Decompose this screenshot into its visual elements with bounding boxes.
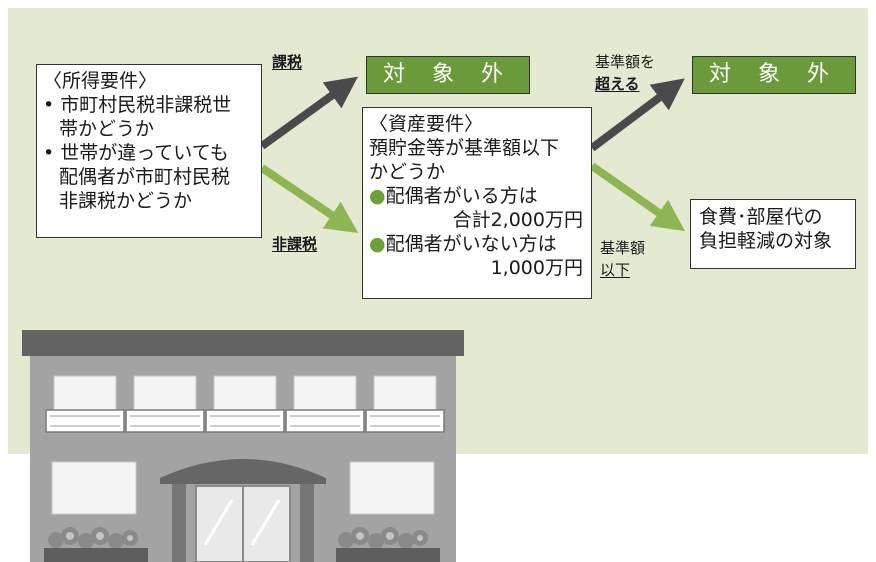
arrow-below: [589, 162, 686, 232]
asset-spouse-row: ●配偶者がいる方は: [369, 184, 585, 208]
outcome-excluded-1: 対 象 外: [366, 56, 530, 94]
outcome-excluded-2: 対 象 外: [692, 56, 856, 94]
relief-line-1: 食費･部屋代の: [699, 206, 823, 228]
income-bullet-1-line-1: • 市町村民税非課税世: [43, 94, 232, 116]
green-bullet-icon: ●: [369, 233, 386, 255]
label-below-line-1: 基準額: [600, 239, 646, 257]
label-below-line-2: 以下: [600, 261, 631, 279]
green-bullet-icon: ●: [369, 185, 386, 207]
asset-requirement-box: 〈資産要件〉 預貯金等が基準額以下 かどうか ●配偶者がいる方は 合計2,000…: [362, 107, 592, 299]
asset-spouse-label: 配偶者がいる方は: [385, 185, 538, 207]
asset-title: 〈資産要件〉: [369, 113, 484, 135]
income-bullet-2-line-1: • 世帯が違っていても: [43, 142, 229, 164]
label-exceed-line-1: 基準額を: [595, 53, 656, 71]
income-title: 〈所得要件〉: [43, 70, 158, 92]
outcome-relief-box: 食費･部屋代の 負担軽減の対象: [690, 199, 856, 269]
asset-nospouse-label: 配偶者がいない方は: [385, 233, 557, 255]
arrow-exceed: [589, 78, 685, 152]
relief-line-2: 負担軽減の対象: [699, 230, 833, 252]
asset-line-1: 預貯金等が基準額以下: [369, 137, 560, 159]
asset-spouse-amount: 合計2,000万円: [452, 209, 583, 231]
income-bullet-2-line-2: 配偶者が市町村民税: [59, 166, 231, 188]
income-bullet-2-line-3: 非課税かどうか: [59, 190, 193, 212]
label-taxed: 課税: [272, 53, 303, 71]
label-exceed-line-2: 超える: [595, 75, 640, 93]
asset-line-2: かどうか: [369, 161, 446, 183]
arrow-nontaxed: [259, 164, 359, 233]
income-bullet-1-line-2: 帯かどうか: [59, 118, 155, 140]
asset-nospouse-row: ●配偶者がいない方は: [369, 232, 585, 256]
arrow-taxed: [259, 76, 358, 150]
income-requirement-box: 〈所得要件〉 • 市町村民税非課税世 帯かどうか • 世帯が違っていても 配偶者…: [36, 64, 262, 238]
label-nontaxed: 非課税: [272, 235, 318, 253]
asset-nospouse-amount: 1,000万円: [490, 257, 583, 279]
